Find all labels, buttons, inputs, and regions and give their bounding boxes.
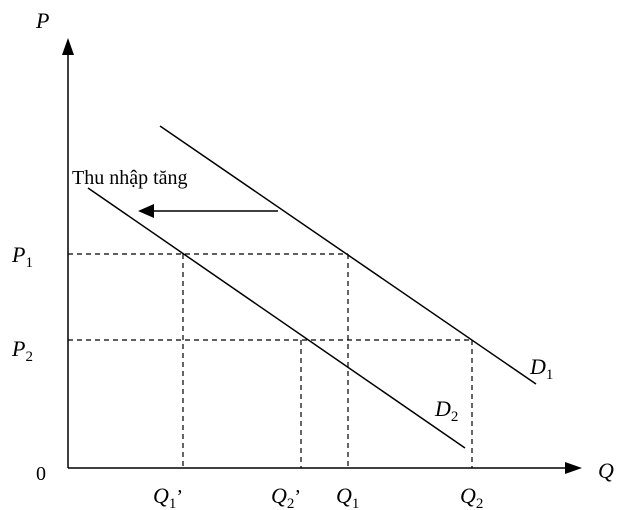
d2-label: D2 — [434, 396, 458, 425]
y-axis-arrowhead — [62, 38, 74, 55]
origin-label: 0 — [36, 463, 46, 485]
x-axis-arrowhead — [565, 462, 582, 474]
y-axis-label: P — [35, 8, 49, 33]
shift-arrow-head — [138, 204, 154, 218]
p1-label: P1 — [11, 242, 33, 271]
q2-label: Q2 — [460, 483, 483, 510]
x-axis-label: Q — [598, 458, 614, 483]
p2-label: P2 — [11, 336, 33, 365]
q1-prime-label: Q1’ — [153, 483, 183, 510]
q2-prime-label: Q2’ — [271, 483, 301, 510]
q1-label: Q1 — [336, 483, 359, 510]
d1-label: D1 — [529, 354, 553, 383]
demand-curve-d2 — [87, 187, 466, 449]
income-increase-annotation: Thu nhập tăng — [72, 167, 188, 189]
